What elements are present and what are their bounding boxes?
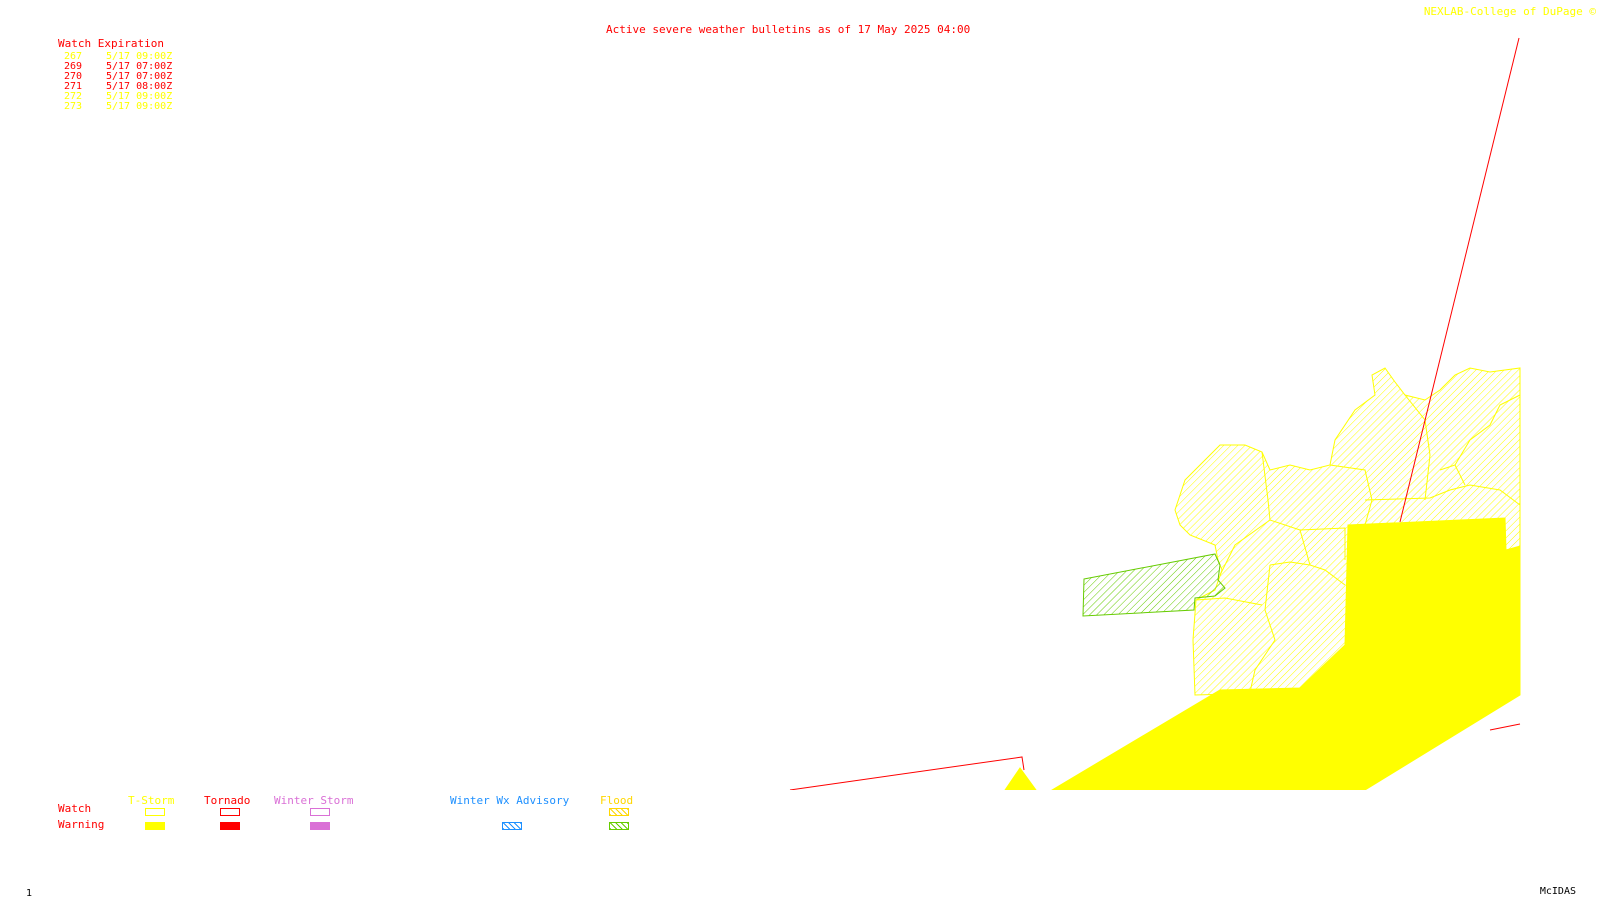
legend-tstorm-watch-swatch	[145, 808, 165, 816]
legend-label-tornado: Tornado	[204, 794, 251, 807]
legend-row-watch: Watch	[58, 802, 92, 815]
watch-expiration-time: 5/17 08:00Z	[106, 81, 173, 92]
watch-number: 269	[64, 61, 83, 72]
watch-row: 269 5/17 07:00Z	[58, 62, 172, 72]
watch-number: 271	[64, 81, 83, 92]
legend-flood-watch-swatch	[609, 808, 629, 816]
watch-number: 267	[64, 51, 83, 62]
watch-row: 273 5/17 09:00Z	[58, 102, 172, 112]
legend-label-tstorm: T-Storm	[128, 794, 175, 807]
legend-winter-storm-warning-swatch	[310, 822, 330, 830]
bulletin-title: Active severe weather bulletins as of 17…	[606, 23, 971, 36]
tornado-watch-outline	[789, 37, 1521, 791]
credit-text: NEXLAB-College of DuPage ©	[1423, 5, 1596, 18]
watch-expiration-heading: Watch Expiration	[58, 37, 164, 50]
legend-tornado-watch-swatch	[220, 808, 240, 816]
legend-tstorm-warning-swatch	[145, 822, 165, 830]
tstorm-warning-polygon	[1050, 517, 1521, 791]
legend-label-flood: Flood	[600, 794, 634, 807]
watch-expiration-time: 5/17 07:00Z	[106, 61, 173, 72]
watch-expiration-time: 5/17 09:00Z	[106, 91, 173, 102]
watch-number: 270	[64, 71, 83, 82]
watch-expiration-time: 5/17 09:00Z	[106, 101, 173, 112]
watch-row: 272 5/17 09:00Z	[58, 92, 172, 102]
watch-number: 273	[64, 101, 83, 112]
watch-row: 270 5/17 07:00Z	[58, 72, 172, 82]
legend-label-winter-wx-advisory: Winter Wx Advisory	[450, 794, 570, 807]
tstorm-warning-small-polygon	[1004, 767, 1037, 791]
legend-label-winter-storm: Winter Storm	[274, 794, 354, 807]
watch-expiration-time: 5/17 07:00Z	[106, 71, 173, 82]
legend-winter-wx-advisory-swatch	[502, 822, 522, 830]
watch-expiration-time: 5/17 09:00Z	[106, 51, 173, 62]
legend-flood-warning-swatch	[609, 822, 629, 830]
legend-winter-storm-watch-swatch	[310, 808, 330, 816]
flood-warning-polygon	[1082, 553, 1226, 617]
legend-tornado-warning-swatch	[220, 822, 240, 830]
watch-expiration-table: 267 5/17 09:00Z 269 5/17 07:00Z 270 5/17 07:0…	[58, 52, 172, 112]
legend-row-warning: Warning	[58, 818, 105, 831]
watch-row: 271 5/17 08:00Z	[58, 82, 172, 92]
software-label: McIDAS	[1539, 886, 1576, 897]
watch-number: 272	[64, 91, 83, 102]
frame-number: 1	[26, 888, 33, 899]
watch-row: 267 5/17 09:00Z	[58, 52, 172, 62]
